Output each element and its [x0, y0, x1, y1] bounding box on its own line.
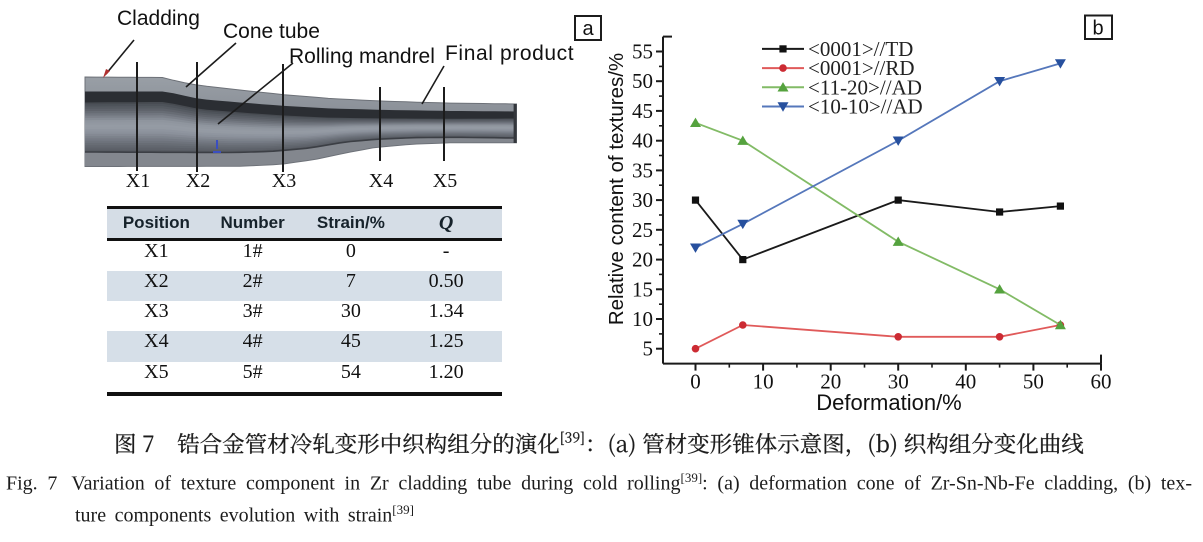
svg-text:5: 5: [643, 337, 654, 361]
svg-text:45: 45: [632, 99, 653, 123]
svg-text:25: 25: [632, 218, 653, 242]
svg-text:X2: X2: [186, 170, 210, 192]
svg-text:Cladding: Cladding: [117, 7, 200, 30]
svg-text:30: 30: [888, 370, 909, 394]
svg-text:15: 15: [632, 277, 653, 301]
svg-text:Rolling mandrel: Rolling mandrel: [289, 45, 435, 68]
svg-text:X5: X5: [433, 170, 457, 192]
svg-text:<10-10>//AD: <10-10>//AD: [808, 95, 923, 119]
svg-text:10: 10: [632, 307, 653, 331]
svg-text:20: 20: [632, 248, 653, 272]
svg-text:a: a: [582, 18, 594, 40]
svg-text:10: 10: [753, 370, 774, 394]
svg-text:35: 35: [632, 158, 653, 182]
svg-text:X3: X3: [272, 170, 296, 192]
svg-text:Cone tube: Cone tube: [223, 20, 320, 43]
svg-text:30: 30: [632, 188, 653, 212]
svg-text:X1: X1: [126, 170, 150, 192]
svg-text:0: 0: [690, 370, 701, 394]
svg-text:50: 50: [632, 69, 653, 93]
svg-text:X4: X4: [369, 170, 393, 192]
svg-text:b: b: [1092, 18, 1103, 40]
svg-text:40: 40: [955, 370, 976, 394]
svg-text:40: 40: [632, 129, 653, 153]
svg-text:20: 20: [820, 370, 841, 394]
svg-text:60: 60: [1091, 370, 1112, 394]
svg-text:50: 50: [1023, 370, 1044, 394]
svg-text:Relative content of textures/%: Relative content of textures/%: [605, 53, 628, 325]
svg-text:<0001>//TD: <0001>//TD: [808, 37, 913, 61]
svg-text:<0001>//RD: <0001>//RD: [808, 56, 915, 80]
svg-text:55: 55: [632, 40, 653, 64]
svg-text:<11-20>//AD: <11-20>//AD: [808, 75, 922, 99]
svg-text:Deformation/%: Deformation/%: [816, 390, 962, 415]
svg-text:Final product: Final product: [445, 42, 574, 65]
